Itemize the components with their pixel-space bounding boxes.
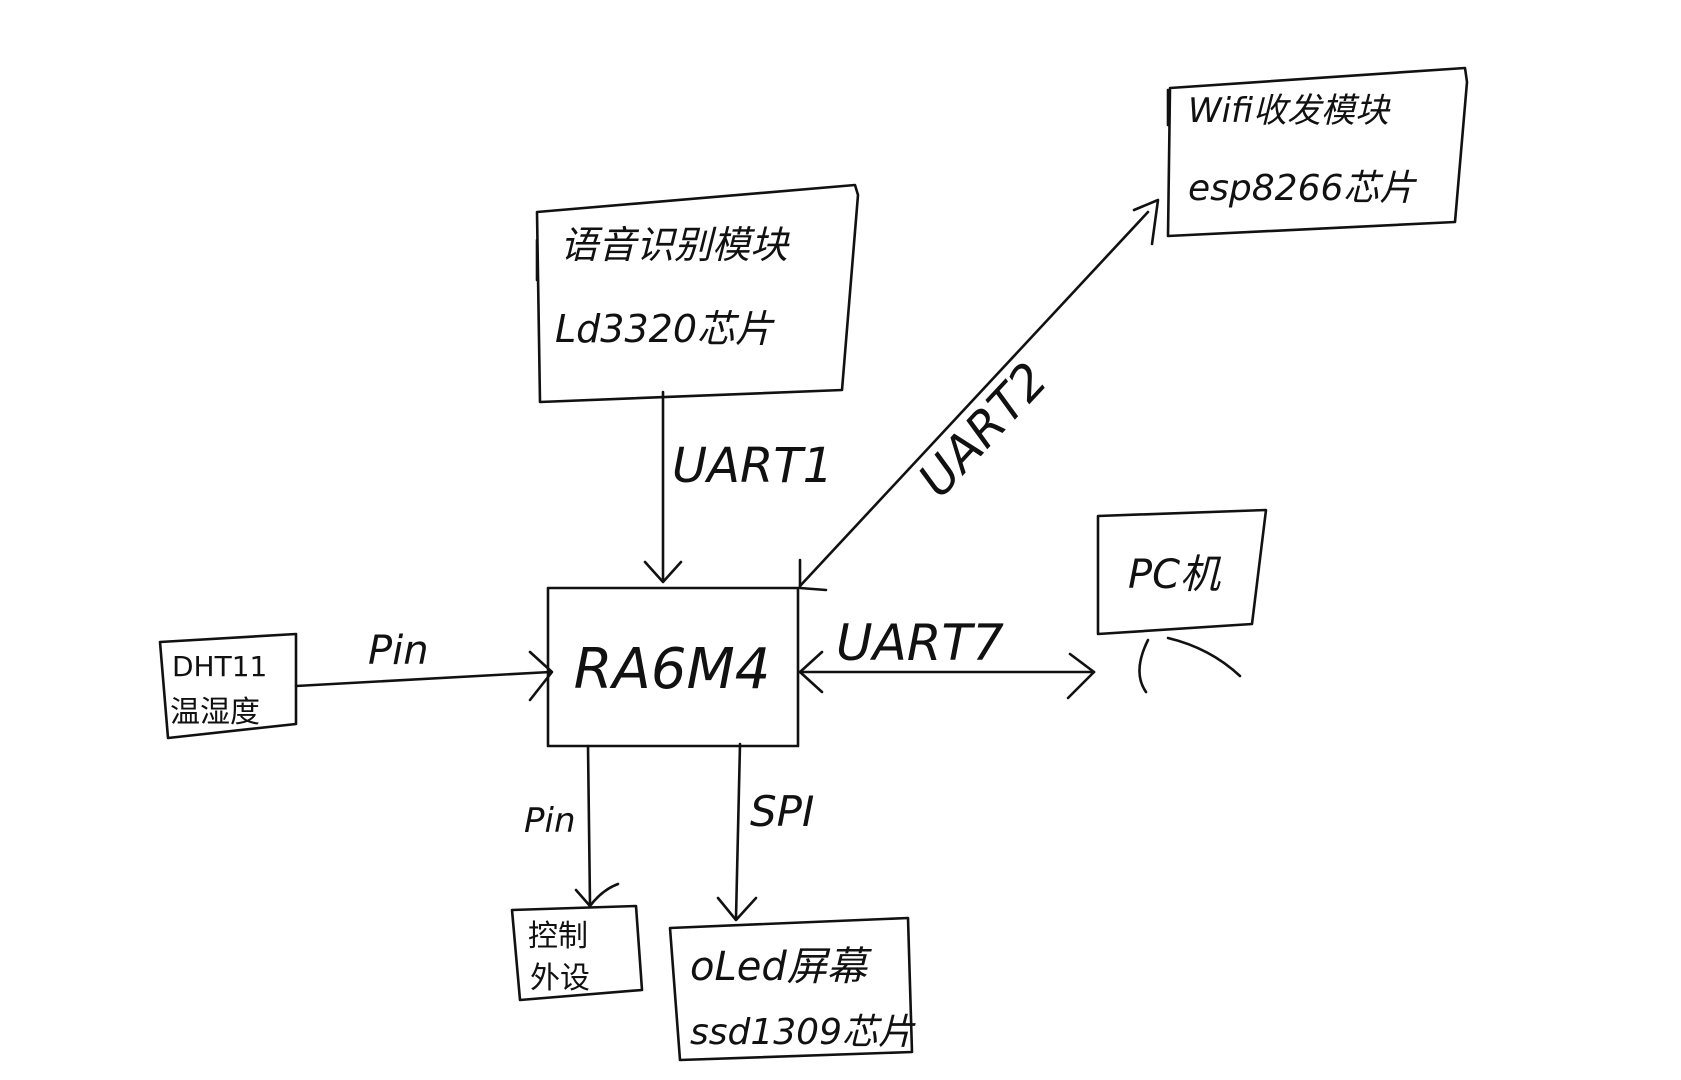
edge-mcu-pc-arrowhead-right [1066,652,1096,700]
edge-voice-to-mcu: UART1 [643,390,833,584]
control-peripherals-node: 控制 外设 [510,904,644,1002]
edge-dht-to-mcu-arrowhead [528,650,554,702]
edge-mcu-pc: UART7 [798,614,1096,700]
wifi-module-title: Wifi收发模块 [1188,91,1391,131]
pc-stand [1138,636,1242,694]
oled-screen-title: oLed屏幕 [690,944,873,990]
edge-mcu-to-control: Pin [524,744,620,908]
edge-mcu-wifi-arrowhead-top [1132,198,1160,246]
wifi-module-box [1166,66,1469,238]
edge-mcu-to-oled-line [734,742,742,920]
mcu-label: RA6M4 [574,637,771,702]
dht-sensor-node: DHT11 温湿度 [158,632,298,740]
edge-voice-to-mcu-arrowhead [643,560,683,584]
pc-monitor-box [1096,508,1268,636]
dht-sensor-box [158,632,298,740]
wifi-module-node: Wifi收发模块 esp8266芯片 [1166,66,1469,238]
oled-screen-box [668,916,914,1062]
edge-mcu-to-oled-arrowhead [716,896,758,922]
pc-label: PC机 [1128,552,1222,598]
edge-mcu-pc-label: UART7 [836,614,1004,672]
edge-mcu-to-control-line [586,744,592,906]
edge-voice-to-mcu-label: UART1 [672,438,833,494]
voice-module-chip: Ld3320芯片 [555,307,775,351]
edge-mcu-wifi-arrowhead-bottom [798,558,828,592]
voice-module-node: 语音识别模块 Ld3320芯片 [535,183,860,404]
edge-mcu-to-oled: SPI [716,742,814,922]
edge-dht-to-mcu-label: Pin [368,628,429,674]
edge-mcu-to-oled-label: SPI [750,787,814,836]
pc-node: PC机 [1096,508,1268,694]
edge-mcu-wifi-label: UART2 [908,352,1059,508]
edge-dht-to-mcu: Pin [294,628,554,702]
voice-module-box [535,183,860,404]
control-peripherals-box [510,904,644,1002]
edge-mcu-to-control-arrowhead [574,882,620,908]
edge-mcu-wifi-line [798,210,1150,588]
dht-sensor-desc: 温湿度 [170,695,260,730]
dht-sensor-model: DHT11 [172,650,267,683]
edge-mcu-pc-arrowhead-left [798,650,824,694]
edge-mcu-to-control-label: Pin [524,801,576,841]
control-peripherals-line2: 外设 [530,961,590,996]
oled-screen-node: oLed屏幕 ssd1309芯片 [668,916,916,1062]
oled-screen-chip: ssd1309芯片 [690,1012,916,1053]
mcu-node: RA6M4 [546,586,800,748]
edge-dht-to-mcu-line [294,670,552,688]
control-peripherals-line1: 控制 [528,919,588,954]
wifi-module-chip: esp8266芯片 [1188,168,1417,209]
voice-module-title: 语音识别模块 [560,223,790,267]
